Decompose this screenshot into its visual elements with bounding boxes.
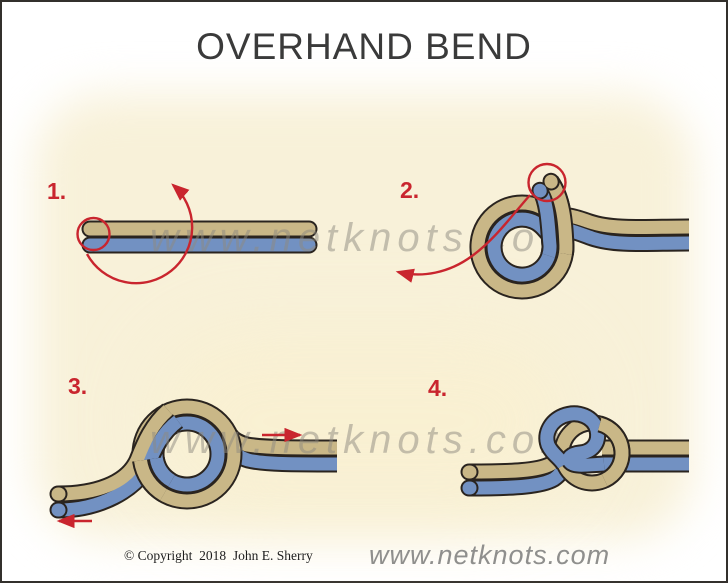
step-number-4: 4. [428, 375, 447, 402]
highlight-circle-icon [529, 164, 566, 201]
step-number-3: 3. [68, 373, 87, 400]
rotation-arrow-icon [87, 185, 192, 283]
highlight-circle-icon [78, 218, 110, 250]
rotation-arrow-icon [398, 195, 530, 274]
copyright-text: © Copyright 2018 John E. Sherry [124, 548, 313, 564]
website-text: www.netknots.com [369, 540, 610, 571]
step-number-2: 2. [400, 177, 419, 204]
step-number-1: 1. [47, 178, 66, 205]
